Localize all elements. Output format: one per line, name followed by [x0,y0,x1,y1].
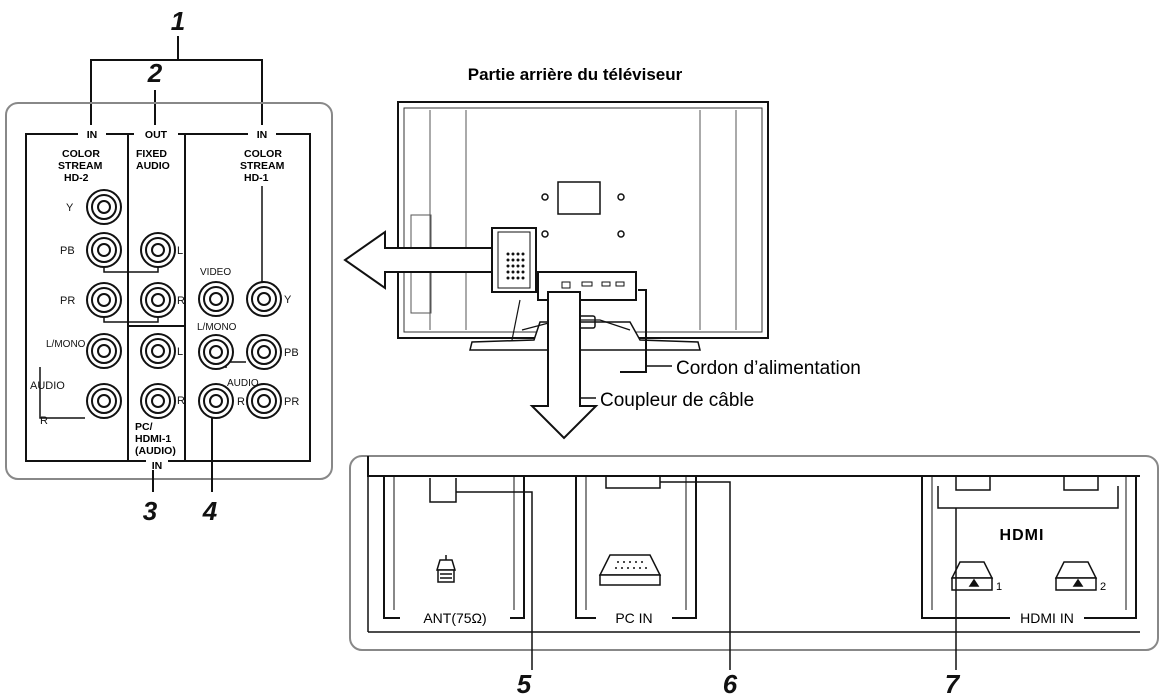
label-lmono-left: L/MONO [46,339,86,350]
ant-connector-icon [435,555,457,583]
label-l-pc: L [177,346,183,358]
label-colorstream-hd1-line3: HD-1 [244,172,269,184]
label-audio-right: AUDIO [227,378,259,389]
callout-number-7: 7 [945,669,961,698]
jack-fixed-audio-r [140,282,176,318]
label-pb-left: PB [60,245,75,257]
bracket-1 [90,36,263,125]
callout-power-cord: Cordon d’alimentation [676,358,861,379]
label-pc-hdmi-line3: (AUDIO) [135,445,176,457]
bottom-panel-frame [349,455,1159,651]
callout-number-5: 5 [517,669,532,698]
side-panel-frame [5,102,333,480]
jack-audio-r [198,383,234,419]
callout-number-1: 1 [171,6,185,36]
jack-video [198,281,234,317]
label-out: OUT [145,129,168,141]
label-pc-hdmi-line1: PC/ [135,421,153,433]
pc-in-vga-port-icon [598,554,662,586]
label-y-left: Y [66,202,74,214]
side-panel: IN OUT IN COLOR STREAM HD-2 FIXED AUDIO … [25,126,311,472]
label-pb-right: PB [284,347,299,359]
jack-hd2-y [86,189,122,225]
jack-hd2-audio-l [86,333,122,369]
jack-hd2-pb [86,232,122,268]
jack-audio-l-mono [198,334,234,370]
label-r-right: R [237,396,245,408]
label-l-fixed: L [177,245,183,257]
callout-number-2: 2 [147,58,163,88]
label-r-left: R [40,415,48,427]
arrow-left-to-side-panel [343,230,493,290]
label-hdmi-in: HDMI IN [1020,610,1074,626]
jack-pc-audio-l [140,333,176,369]
callout-number-6: 6 [723,669,738,698]
jack-fixed-audio-l [140,232,176,268]
label-colorstream-hd1-line1: COLOR [244,148,282,160]
hdmi-logo: HDMI [1000,527,1045,544]
label-r-fixed: R [177,295,185,307]
jack-pc-audio-r [140,383,176,419]
tv-rear-illustration [397,101,769,373]
label-in-right: IN [257,129,268,141]
jack-hd1-pb [246,334,282,370]
label-colorstream-hd2-line2: STREAM [58,160,103,172]
jack-hd2-pr [86,282,122,318]
label-fixed-audio-line1: FIXED [136,148,167,160]
label-video: VIDEO [200,267,231,278]
label-pc-hdmi-line4: IN [152,460,163,472]
diagram-title: Partie arrière du téléviseur [468,65,683,84]
pointer-line-6 [660,481,731,670]
label-pr-left: PR [60,295,75,307]
label-fixed-audio-line2: AUDIO [136,160,170,172]
callout-cable-clamp: Coupleur de câble [600,390,754,411]
jack-hd1-y [246,281,282,317]
label-ant: ANT(75Ω) [423,610,486,626]
label-in-left: IN [87,129,98,141]
jack-hd2-audio-r [86,383,122,419]
label-pr-right: PR [284,396,299,408]
bottom-panel: ANT(75Ω) PC IN HDMI 1 [367,456,1140,633]
label-lmono-right: L/MONO [197,322,237,333]
callout-number-3: 3 [143,496,158,526]
label-audio-left: AUDIO [30,380,65,392]
jack-hd1-pr [246,383,282,419]
hdmi-port-1-icon [950,561,994,591]
hdmi-port-2-icon [1054,561,1098,591]
label-hdmi-port-2: 2 [1100,581,1106,593]
callout-number-4: 4 [202,496,218,526]
label-colorstream-hd2-line3: HD-2 [64,172,89,184]
bracket-7 [937,486,1119,509]
arrow-down-to-bottom-panel [529,291,599,440]
label-hdmi-port-1: 1 [996,581,1002,593]
label-colorstream-hd2-line1: COLOR [62,148,100,160]
pointer-line-5 [456,491,533,670]
label-y-right: Y [284,294,292,306]
label-pc-in: PC IN [615,610,652,626]
label-colorstream-hd1-line2: STREAM [240,160,285,172]
label-pc-hdmi-line2: HDMI-1 [135,433,171,445]
label-r-pc: R [177,395,185,407]
